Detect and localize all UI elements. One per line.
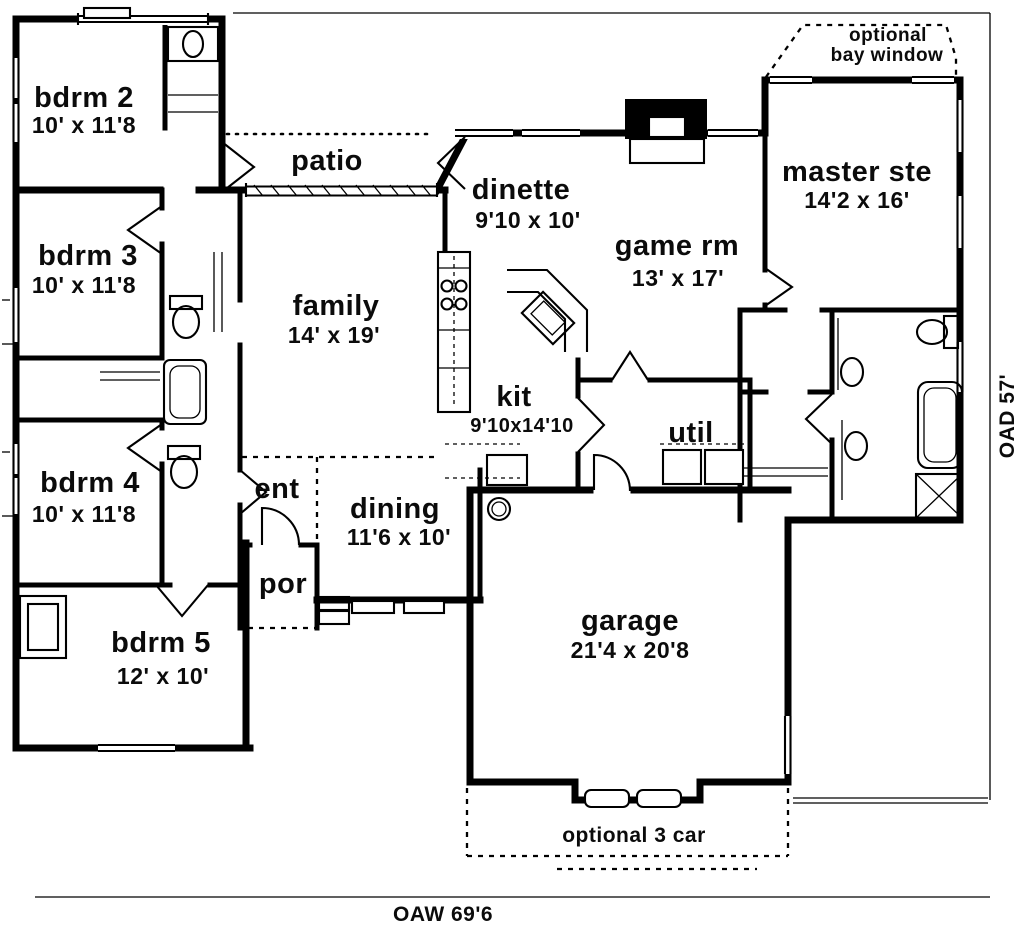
cooktop-burner (454, 279, 468, 293)
bdrm5-window-seat (18, 594, 68, 660)
garage-door-panel (635, 788, 683, 809)
windows (10, 6, 966, 774)
dimension-lines (2, 12, 991, 898)
room-dims-garage: 21'4 x 20'8 (571, 637, 690, 663)
room-label-master: master ste (782, 156, 932, 188)
toilet-tank (166, 444, 202, 461)
door-wedge (577, 397, 606, 453)
door-wedge (155, 584, 209, 618)
optional-outlines (225, 23, 958, 871)
pantry-cabinet (485, 453, 529, 487)
door-wedge (436, 136, 466, 190)
overall-width-label: OAW 69'6 (393, 903, 493, 926)
washer (661, 448, 703, 486)
patio-window-band (244, 183, 439, 197)
room-label-kit: kit (496, 381, 531, 413)
room-dims-kit: 9'10x14'10 (470, 415, 574, 437)
interior-walls (13, 22, 963, 631)
utility-fixtures (486, 443, 745, 522)
room-dims-bdrm5: 12' x 10' (117, 663, 209, 689)
window-sill-box (82, 6, 132, 20)
fireplace (625, 99, 707, 165)
front-door-swing (260, 506, 301, 546)
overall-depth-label: OAD 57' (996, 374, 1019, 458)
island-sink (520, 290, 576, 346)
toilet-bowl (915, 318, 949, 346)
room-dims-bdrm2: 10' x 11'8 (32, 112, 136, 138)
kitchen-fixtures (436, 250, 589, 487)
master-bath-fixtures (744, 314, 964, 520)
garage-doors (583, 788, 683, 809)
room-label-util: util (668, 417, 714, 449)
toilet-tank (942, 314, 960, 350)
room-dims-dinette: 9'10 x 10' (475, 207, 580, 233)
door-wedge (239, 469, 268, 515)
optional-3car-label: optional 3 car (562, 824, 706, 847)
room-dims-family: 14' x 19' (288, 322, 380, 348)
room-label-dinette: dinette (472, 174, 571, 206)
room-dims-bdrm4: 10' x 11'8 (32, 501, 136, 527)
toilet-bowl (169, 454, 199, 490)
dryer (703, 448, 745, 486)
corner-island-inner (507, 290, 567, 352)
optional-bay-label-line1: optional (849, 25, 927, 46)
corner-island-outer (507, 268, 589, 352)
door-wedge (764, 267, 794, 307)
garage-entry-door-swing (592, 453, 632, 492)
garage-door-panel (583, 788, 631, 809)
room-labels: bdrm 2 10' x 11'8 bdrm 3 10' x 11'8 bdrm… (32, 82, 932, 689)
optional-bay-label-line2: bay window (831, 45, 944, 66)
room-dims-dining: 11'6 x 10' (347, 524, 451, 550)
porch-steps (317, 595, 351, 626)
hall-bath-fixtures (100, 25, 223, 490)
doors (126, 136, 833, 618)
sink (839, 356, 865, 388)
bathtub (162, 358, 208, 426)
door-wedge (126, 423, 163, 473)
room-dims-game: 13' x 17' (632, 265, 724, 291)
water-heater (486, 496, 512, 522)
sink (843, 430, 869, 462)
room-label-game: game rm (615, 230, 739, 262)
room-label-family: family (293, 290, 380, 322)
bathtub (916, 380, 964, 470)
room-label-dining: dining (350, 493, 440, 525)
room-label-por: por (259, 568, 307, 600)
optional-3car-outline (465, 788, 790, 858)
room-label-garage: garage (581, 605, 679, 637)
shower (914, 472, 964, 520)
door-wedge (221, 141, 256, 193)
room-label-bdrm3: bdrm 3 (38, 240, 138, 272)
vanity (166, 25, 220, 63)
cooktop-burner (454, 297, 468, 311)
room-label-bdrm5: bdrm 5 (111, 627, 211, 659)
room-dims-bdrm3: 10' x 11'8 (32, 272, 136, 298)
toilet-tank (168, 294, 204, 311)
door-wedge (611, 350, 649, 381)
door-wedge (804, 393, 833, 445)
room-label-patio: patio (291, 145, 363, 177)
cooktop-burner (440, 279, 454, 293)
toilet-bowl (171, 304, 201, 340)
room-dims-master: 14'2 x 16' (804, 187, 909, 213)
door-wedge (126, 205, 163, 255)
annotation-labels: optional bay window optional 3 car OAW 6… (393, 25, 1019, 926)
room-label-bdrm2: bdrm 2 (34, 82, 134, 114)
room-label-ent: ent (255, 473, 300, 505)
room-label-bdrm4: bdrm 4 (40, 467, 140, 499)
sink (181, 29, 205, 59)
cooktop-burner (440, 297, 454, 311)
